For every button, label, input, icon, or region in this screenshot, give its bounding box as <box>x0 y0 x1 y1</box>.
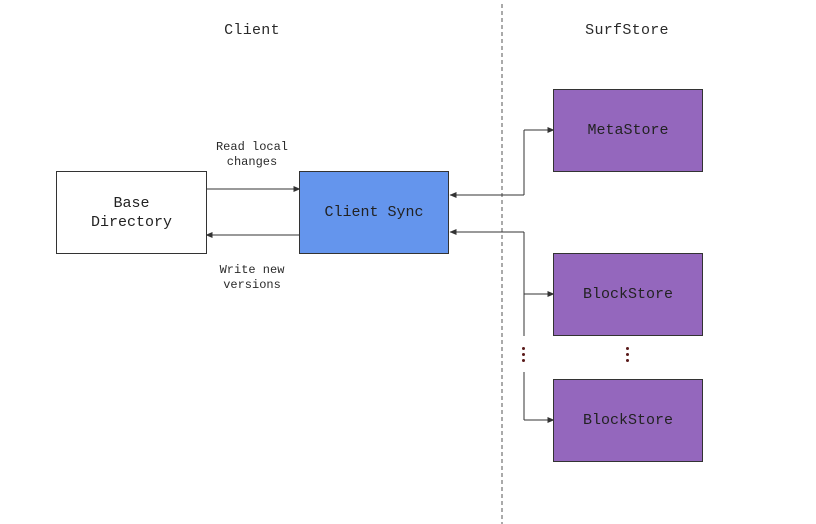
connector-ellipsis <box>522 347 525 362</box>
read-local-changes-label: Read local changes <box>215 140 288 169</box>
blockstore-box: BlockStore <box>553 379 703 462</box>
blockstore-ellipsis <box>626 347 629 362</box>
blockstore-box: BlockStore <box>553 253 703 336</box>
surfstore-heading: SurfStore <box>585 22 669 39</box>
base-directory-box: Base Directory <box>56 171 207 254</box>
write-new-versions-label: Write new versions <box>219 263 285 292</box>
client-sync-box: Client Sync <box>299 171 449 254</box>
metastore-box: MetaStore <box>553 89 703 172</box>
client-heading: Client <box>224 22 280 39</box>
